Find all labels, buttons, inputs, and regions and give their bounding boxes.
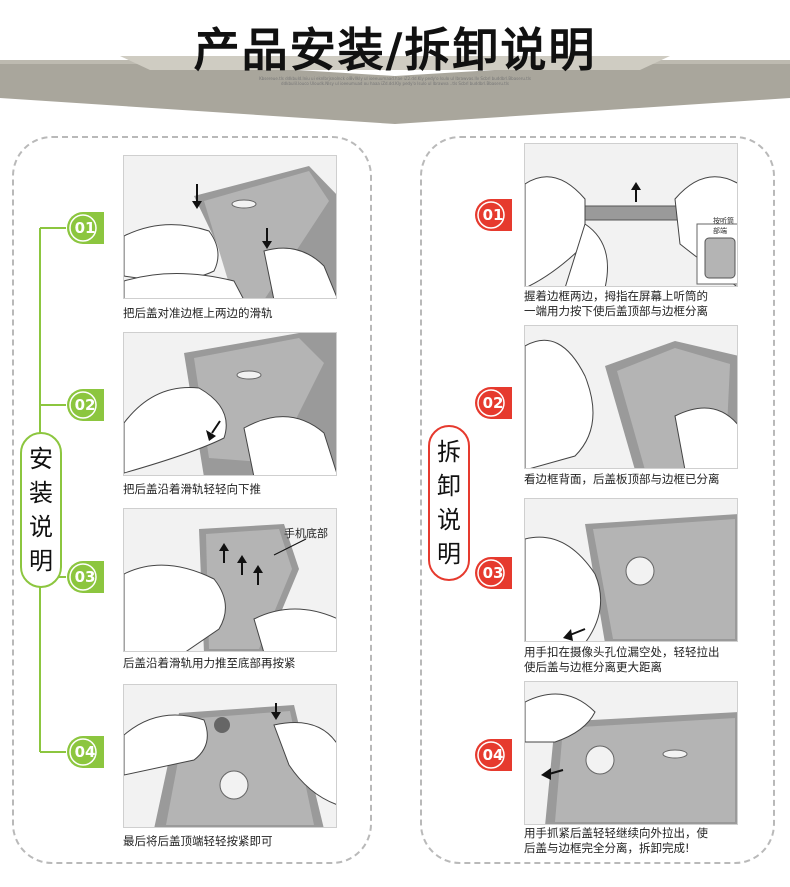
install-step-2-illustration <box>123 332 337 476</box>
remove-step-1-illustration: 按听筒部端 <box>524 143 738 287</box>
remove-step-2-badge: 02 <box>474 386 512 420</box>
remove-label-char: 拆 <box>437 438 461 466</box>
caption-line: 后盖与边框完全分离，拆卸完成! <box>524 841 690 855</box>
page-title: 产品安装/拆卸说明 <box>193 23 597 77</box>
install-section-label: 安 装 说 明 <box>20 432 62 588</box>
install-step-1-illustration <box>123 155 337 299</box>
remove-label-char: 说 <box>437 506 461 534</box>
step-number: 01 <box>482 206 504 224</box>
header-ribbon-graphic <box>0 0 790 124</box>
step-number: 01 <box>74 219 96 237</box>
install-step-4-illustration <box>123 684 337 828</box>
caption-line: 握着边框两边，拇指在屏幕上听筒的 <box>524 289 708 303</box>
install-step-1-badge: 01 <box>66 211 104 245</box>
install-step-3-callout: 手机底部 <box>284 527 328 540</box>
install-step-2-caption: 把后盖沿着滑轨轻轻向下推 <box>123 482 261 496</box>
remove-step-4-caption: 用手抓紧后盖轻轻继续向外拉出，使 后盖与边框完全分离，拆卸完成! <box>524 826 754 856</box>
step-number: 04 <box>482 746 504 764</box>
remove-step-1-inset-label: 按听筒部端 <box>713 217 734 235</box>
install-label-char: 装 <box>29 479 53 507</box>
install-label-char: 说 <box>29 513 53 541</box>
install-step-4-badge: 04 <box>66 735 104 769</box>
remove-step-2-caption: 看边框背面，后盖板顶部与边框已分离 <box>524 472 754 487</box>
install-step-3-caption: 后盖沿着滑轨用力推至底部再按紧 <box>123 656 296 670</box>
install-label-char: 安 <box>29 445 53 473</box>
caption-line: 看边框背面，后盖板顶部与边框已分离 <box>524 472 720 486</box>
remove-step-3-caption: 用手扣在摄像头孔位漏空处，轻轻拉出 使后盖与边框分离更大距离 <box>524 645 754 675</box>
remove-step-1-badge: 01 <box>474 198 512 232</box>
caption-line: 一端用力按下使后盖顶部与边框分离 <box>524 304 708 318</box>
remove-step-3-illustration <box>524 498 738 642</box>
step-number: 02 <box>74 396 96 414</box>
install-step-4-caption: 最后将后盖顶端轻轻按紧即可 <box>123 834 273 848</box>
header-banner: 产品安装/拆卸说明 Kbsereue.tls ddkbuld.lniu ui e… <box>0 0 790 130</box>
install-step-2-badge: 02 <box>66 388 104 422</box>
step-number: 03 <box>482 564 504 582</box>
step-number: 02 <box>482 394 504 412</box>
remove-step-4-badge: 04 <box>474 738 512 772</box>
step-number: 04 <box>74 743 96 761</box>
remove-step-4-illustration <box>524 681 738 825</box>
step-number: 03 <box>74 568 96 586</box>
remove-label-char: 卸 <box>437 472 461 500</box>
remove-step-1-caption: 握着边框两边，拇指在屏幕上听筒的 一端用力按下使后盖顶部与边框分离 <box>524 289 754 319</box>
install-step-3-badge: 03 <box>66 560 104 594</box>
caption-line: 使后盖与边框分离更大距离 <box>524 660 662 674</box>
header-fine-print: Kbsereue.tls ddkbuld.lniu ui eknlbrjsnol… <box>259 76 531 86</box>
remove-label-char: 明 <box>437 540 461 568</box>
caption-line: 用手抓紧后盖轻轻继续向外拉出，使 <box>524 826 708 840</box>
remove-step-2-illustration <box>524 325 738 469</box>
remove-section-label: 拆 卸 说 明 <box>428 425 470 581</box>
install-step-1-caption: 把后盖对准边框上两边的滑轨 <box>123 306 273 320</box>
install-step-3-illustration: 手机底部 <box>123 508 337 652</box>
install-label-char: 明 <box>29 547 53 575</box>
remove-step-3-badge: 03 <box>474 556 512 590</box>
caption-line: 用手扣在摄像头孔位漏空处，轻轻拉出 <box>524 645 720 659</box>
